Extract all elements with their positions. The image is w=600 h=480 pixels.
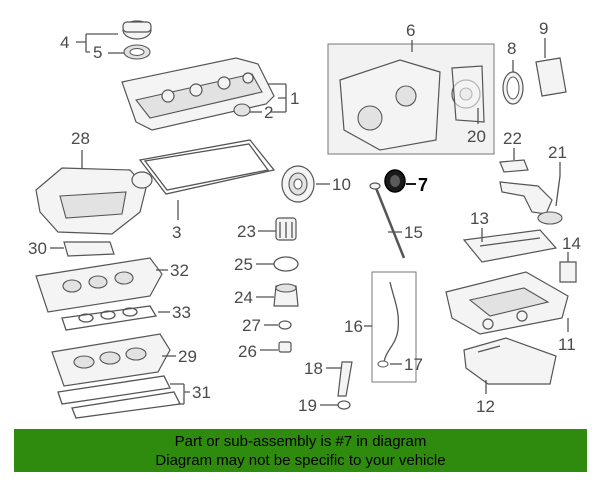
part-oring-25 — [273, 256, 299, 272]
callout-24: 24 — [234, 288, 274, 307]
svg-text:19: 19 — [298, 396, 317, 415]
callout-13: 13 — [470, 209, 489, 242]
part-gasket-22 — [499, 159, 529, 173]
svg-text:1: 1 — [290, 89, 299, 108]
callout-12: 12 — [476, 380, 495, 416]
svg-text:23: 23 — [237, 222, 256, 241]
callout-1: 1 — [268, 83, 299, 113]
svg-text:6: 6 — [406, 21, 415, 40]
svg-text:33: 33 — [172, 303, 191, 322]
svg-text:4: 4 — [60, 33, 69, 52]
part-lower-oil-pan-12 — [463, 337, 557, 385]
callout-21: 21 — [548, 143, 567, 176]
callout-18: 18 — [304, 359, 342, 378]
callout-7: 7 — [406, 175, 428, 195]
svg-text:20: 20 — [467, 127, 486, 146]
part-oring-27 — [278, 320, 292, 330]
callout-22: 22 — [503, 129, 522, 160]
callout-33: 33 — [158, 303, 191, 322]
svg-text:7: 7 — [418, 175, 428, 195]
callout-16: 16 — [344, 317, 372, 336]
callout-26: 26 — [238, 342, 278, 361]
callout-30: 30 — [28, 239, 64, 258]
svg-text:16: 16 — [344, 317, 363, 336]
svg-text:17: 17 — [404, 355, 423, 374]
callout-4: 4 — [60, 33, 118, 53]
parts-diagram: 4 5 1 2 28 3 — [28, 19, 581, 419]
part-valve-cover — [121, 57, 275, 131]
callout-5: 5 — [93, 43, 124, 62]
callout-11: 11 — [558, 318, 576, 354]
part-valve-cover-gasket — [138, 139, 276, 195]
svg-text:29: 29 — [178, 347, 197, 366]
svg-text:24: 24 — [234, 288, 253, 307]
svg-text:8: 8 — [507, 39, 516, 58]
svg-text:18: 18 — [304, 359, 323, 378]
callout-14: 14 — [562, 234, 581, 262]
part-crank-pulley — [281, 165, 315, 203]
callout-25: 25 — [234, 255, 274, 274]
svg-text:25: 25 — [234, 255, 253, 274]
svg-text:32: 32 — [170, 261, 189, 280]
part-manifold-29 — [51, 333, 171, 387]
svg-text:13: 13 — [470, 209, 489, 228]
info-banner: Part or sub-assembly is #7 in diagram Di… — [14, 429, 587, 472]
svg-text:15: 15 — [404, 223, 423, 242]
svg-text:5: 5 — [93, 43, 102, 62]
part-gasket-30 — [63, 241, 115, 257]
callout-10: 10 — [316, 175, 351, 194]
banner-line-1: Part or sub-assembly is #7 in diagram — [174, 433, 427, 450]
callout-17: 17 — [390, 355, 423, 374]
part-filter-cap-24 — [273, 283, 299, 307]
part-upper-oil-pan-11 — [445, 271, 569, 335]
svg-text:27: 27 — [242, 316, 261, 335]
callout-3: 3 — [172, 200, 181, 242]
callout-27: 27 — [242, 316, 278, 335]
svg-text:12: 12 — [476, 397, 495, 416]
svg-text:14: 14 — [562, 234, 581, 253]
banner-line-2: Diagram may not be specific to your vehi… — [155, 452, 446, 469]
part-dipstick-tube-box — [371, 271, 417, 383]
svg-text:9: 9 — [539, 19, 548, 38]
part-dipstick-15 — [369, 182, 406, 259]
callout-2: 2 — [250, 103, 273, 122]
callout-31: 31 — [170, 383, 211, 405]
callout-6: 6 — [406, 21, 415, 52]
callout-9: 9 — [539, 19, 548, 58]
callout-28: 28 — [71, 129, 90, 168]
part-lower-manifold-32 — [35, 257, 163, 313]
part-seal-2 — [233, 103, 251, 117]
part-gasket-33 — [61, 305, 158, 331]
part-seal-8 — [502, 71, 524, 105]
callout-29: 29 — [162, 347, 197, 366]
part-oring-19 — [337, 400, 351, 410]
callout-20: 20 — [467, 108, 486, 146]
part-oil-pickup-21 — [499, 175, 563, 225]
callout-23: 23 — [237, 222, 276, 241]
part-cover-9 — [535, 57, 567, 97]
svg-text:3: 3 — [172, 223, 181, 242]
callout-8: 8 — [507, 39, 516, 72]
part-plate-14 — [559, 261, 577, 283]
svg-text:22: 22 — [503, 129, 522, 148]
part-crank-seal-7-highlighted — [384, 169, 406, 193]
callout-15: 15 — [388, 223, 423, 242]
part-baffle-13 — [462, 229, 558, 263]
svg-text:2: 2 — [264, 103, 273, 122]
part-bracket-18 — [337, 361, 353, 397]
svg-text:26: 26 — [238, 342, 257, 361]
svg-text:10: 10 — [332, 175, 351, 194]
part-filter-element-23 — [275, 217, 297, 241]
svg-text:30: 30 — [28, 239, 47, 258]
part-intake-manifold — [35, 167, 153, 235]
svg-text:11: 11 — [558, 335, 576, 354]
callout-32: 32 — [156, 261, 189, 280]
svg-text:31: 31 — [192, 383, 211, 402]
part-drain-plug-26 — [278, 341, 292, 353]
svg-text:28: 28 — [71, 129, 90, 148]
part-timing-cover-box — [327, 43, 495, 155]
svg-text:21: 21 — [548, 143, 567, 162]
part-oil-filler-cap — [122, 20, 152, 60]
callout-19: 19 — [298, 396, 338, 415]
